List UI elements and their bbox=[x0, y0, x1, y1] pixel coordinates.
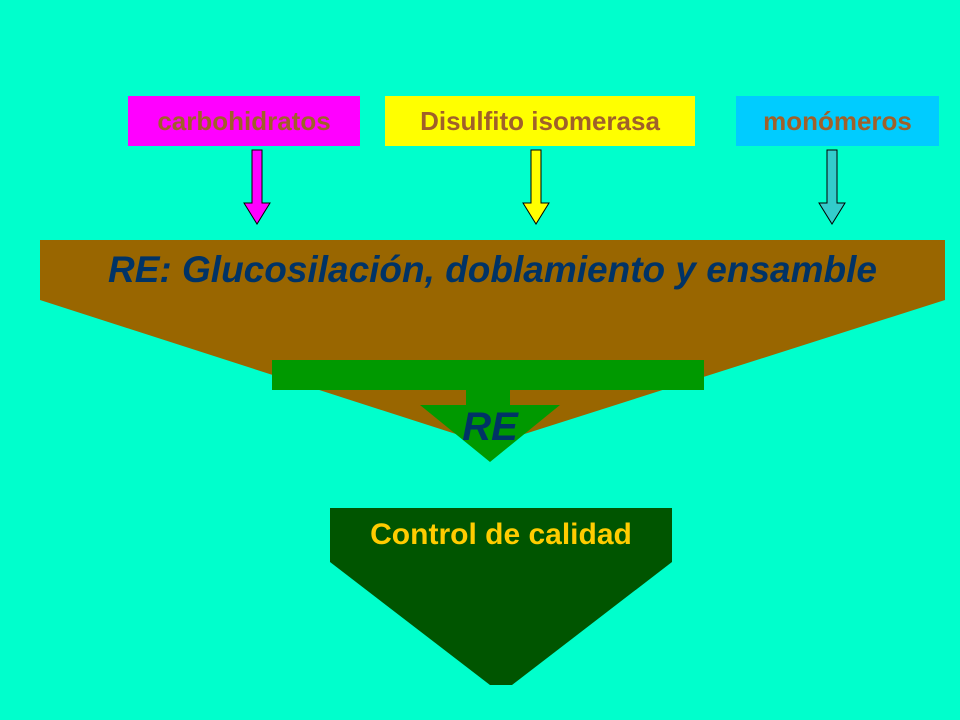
arrow-carbohidratos bbox=[243, 149, 271, 225]
er-stage-title-text: RE: Glucosilación, doblamiento y ensambl… bbox=[108, 249, 877, 290]
input-disulfito-label: Disulfito isomerasa bbox=[420, 105, 660, 136]
qc-funnel bbox=[330, 508, 672, 685]
er-funnel bbox=[40, 240, 945, 445]
re-label-text: RE bbox=[462, 404, 518, 449]
er-stage-title: RE: Glucosilación, doblamiento y ensambl… bbox=[40, 240, 945, 300]
quality-control-text: Control de calidad bbox=[370, 518, 632, 551]
re-bar bbox=[272, 360, 704, 390]
quality-control-label: Control de calidad bbox=[330, 508, 672, 562]
input-disulfito-isomerasa: Disulfito isomerasa bbox=[385, 96, 695, 146]
input-carbohidratos: carbohidratos bbox=[128, 96, 360, 146]
re-funnel bbox=[420, 405, 560, 462]
input-monomeros-label: monómeros bbox=[763, 105, 912, 136]
re-label: RE bbox=[440, 402, 540, 452]
re-bar-stem bbox=[466, 388, 510, 408]
arrow-monomeros bbox=[818, 149, 846, 225]
arrow-disulfito bbox=[522, 149, 550, 225]
input-carbohidratos-label: carbohidratos bbox=[157, 105, 331, 136]
input-monomeros: monómeros bbox=[736, 96, 939, 146]
